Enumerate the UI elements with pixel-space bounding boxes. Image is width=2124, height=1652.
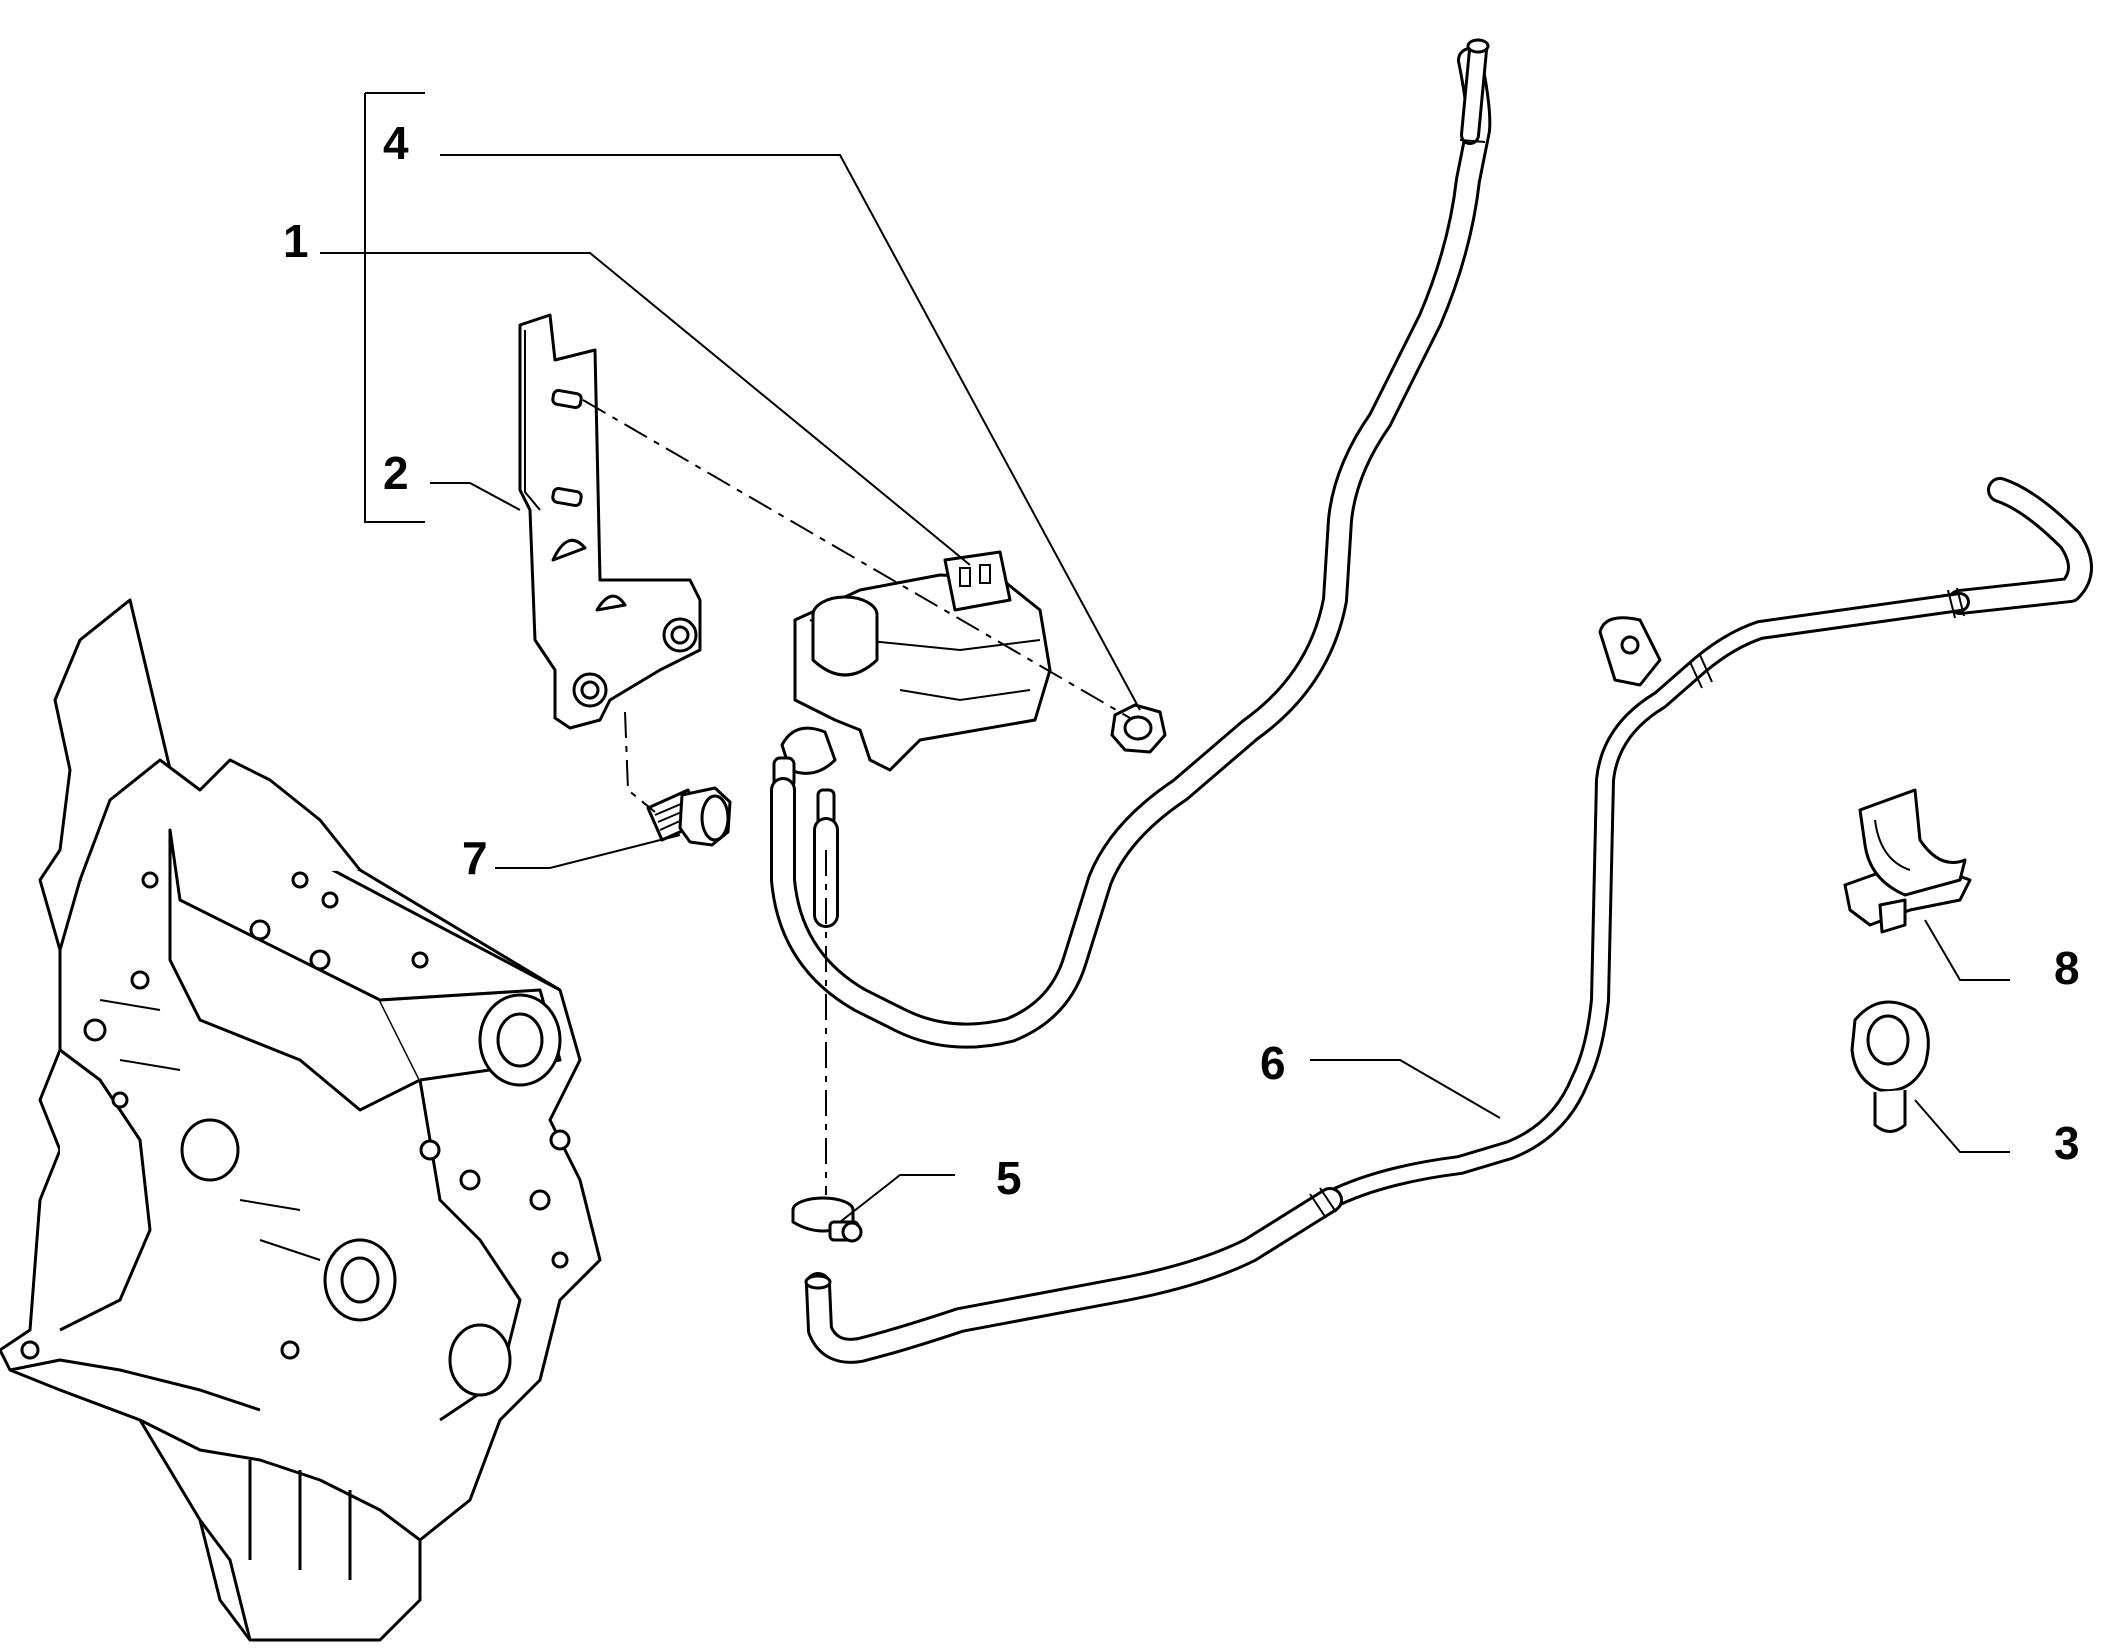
grommet-icon [1850,1000,1930,1133]
clip-icon [1843,788,1972,934]
callout-2: 2 [383,447,409,499]
callout-7: 7 [462,832,488,884]
engine-block-icon [0,598,602,1642]
bolt-icon [646,786,732,847]
callout-4: 4 [383,117,409,169]
bracket-icon [518,313,702,730]
assembly-guide-lines [582,399,1131,1195]
callout-6: 6 [1260,1037,1286,1089]
nut-icon [1110,703,1167,754]
vacuum-hose-icon [770,38,1492,1049]
solenoid-valve-icon [772,550,1052,832]
callout-8: 8 [2054,942,2080,994]
callout-5: 5 [996,1152,1022,1204]
leader-lines [320,92,2010,1223]
callout-3: 3 [2054,1117,2080,1169]
callout-1: 1 [283,215,309,267]
pipe-assembly-icon [804,477,2093,1364]
hose-clamp-icon [791,1196,863,1243]
